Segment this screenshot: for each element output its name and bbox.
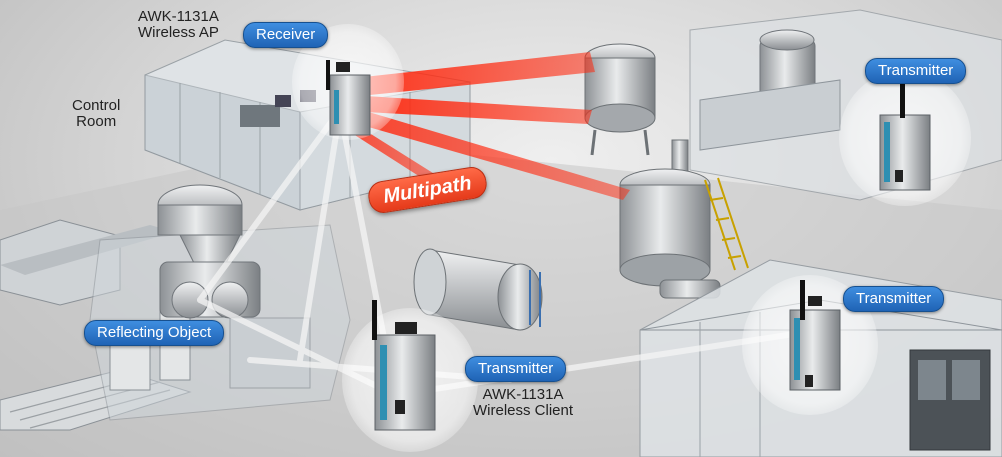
- transmitter-device: [789, 280, 841, 391]
- client-model-text: AWK-1131A: [482, 386, 564, 403]
- horizontal-tank: [413, 248, 543, 331]
- signal-beams: [350, 52, 630, 200]
- antenna-icon: [326, 60, 330, 90]
- receiver-access-point: [326, 60, 371, 136]
- antenna-icon: [372, 300, 377, 340]
- antenna-icon: [800, 280, 805, 320]
- transmitter-client-device: [372, 300, 436, 431]
- control-room-line2: Room: [76, 113, 117, 130]
- transmitter-device: [879, 78, 931, 191]
- ap-model-label: AWK-1131A Wireless AP: [138, 9, 219, 41]
- antenna-icon: [900, 78, 905, 118]
- reflecting-object-machine: [157, 184, 311, 389]
- storage-silo: [584, 43, 656, 156]
- top-right-production-area: [689, 9, 1002, 201]
- control-room-label: Control Room: [72, 98, 120, 130]
- monitor-icon: [275, 95, 291, 107]
- control-room-line1: Control: [72, 97, 121, 114]
- receiver-label: Receiver: [243, 22, 329, 48]
- client-model-label: AWK-1131A Wireless Client: [473, 387, 573, 419]
- ap-model-text: AWK-1131A: [138, 8, 219, 25]
- control-desk: [240, 105, 280, 127]
- client-type-text: Wireless Client: [473, 402, 574, 419]
- transmitter-label-top-right: Transmitter: [865, 58, 967, 84]
- ap-type-text: Wireless AP: [138, 24, 219, 41]
- reflecting-object-label: Reflecting Object: [84, 320, 225, 346]
- transmitter-label-client: Transmitter: [465, 356, 567, 382]
- mixing-tank: [619, 139, 749, 299]
- transmitter-label-right: Transmitter: [843, 286, 945, 312]
